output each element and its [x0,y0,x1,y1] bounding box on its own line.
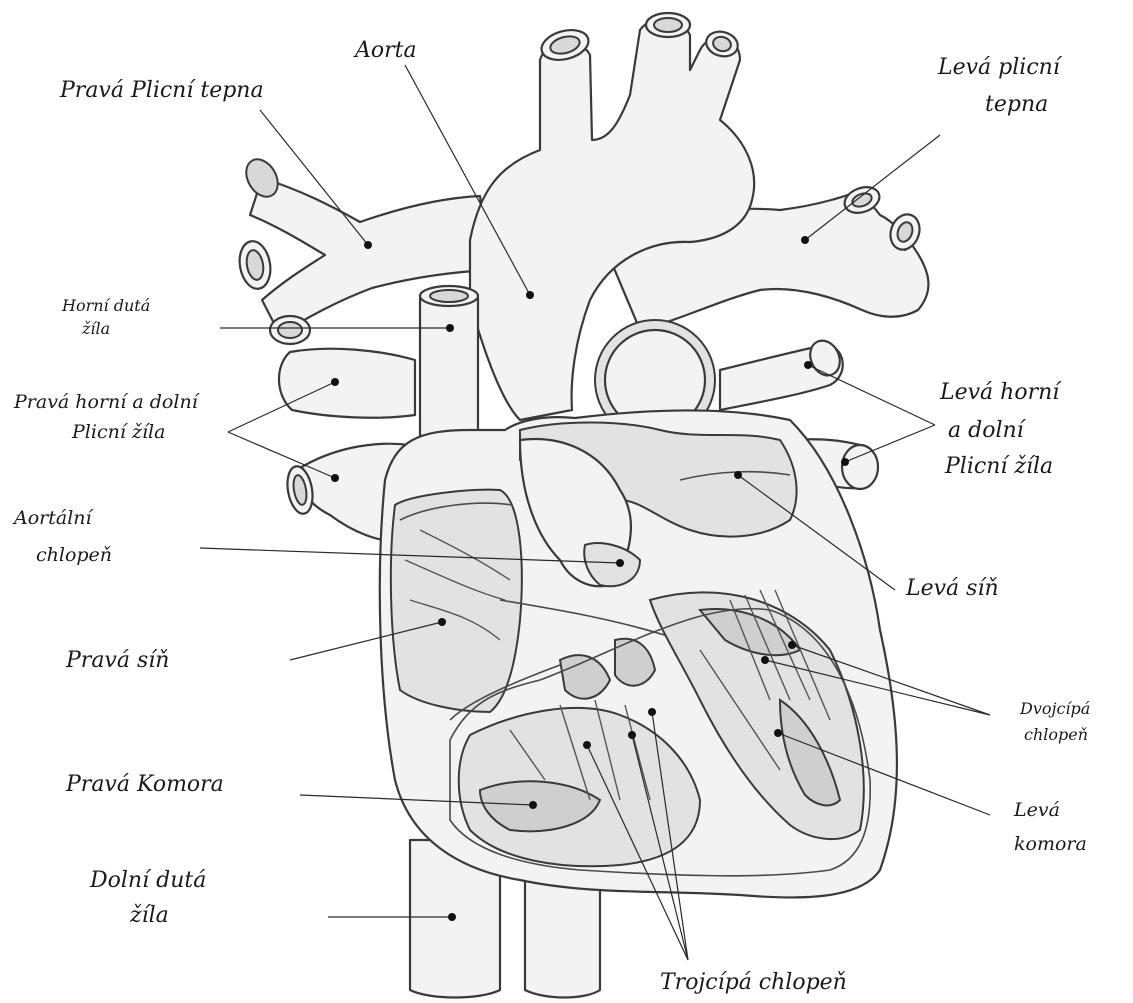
label-aortic-valve-line2: chlopeň [36,545,112,567]
label-left-pulmonary-veins-line2: a dolní [948,418,1024,443]
label-inferior-vena-cava-line2: žíla [130,903,169,928]
label-mitral-valve-line1: Dvojcípá [1020,700,1090,718]
label-left-pulmonary-artery-line1: Levá plicní [938,55,1060,80]
label-aorta: Aorta [355,38,417,63]
label-right-atrium: Pravá síň [66,648,169,673]
label-left-pulmonary-artery-line2: tepna [985,92,1048,117]
label-left-pulmonary-veins-line1: Levá horní [940,380,1059,405]
label-left-atrium: Levá síň [906,576,999,601]
label-left-ventricle-line1: Levá [1014,800,1060,822]
label-superior-vena-cava-line2: žíla [82,320,110,338]
label-right-pulmonary-veins-line2: Plicní žíla [72,422,165,444]
label-mitral-valve-line2: chlopeň [1024,726,1088,744]
label-right-pulmonary-artery: Pravá Plicní tepna [60,78,264,103]
label-inferior-vena-cava-line1: Dolní dutá [90,868,206,893]
label-aortic-valve-line1: Aortální [14,508,92,530]
label-right-ventricle: Pravá Komora [66,772,224,797]
heart-body [380,410,897,897]
label-superior-vena-cava-line1: Horní dutá [62,297,150,315]
label-right-pulmonary-veins-line1: Pravá horní a dolní [14,392,198,414]
label-left-ventricle-line2: komora [1014,834,1087,856]
label-left-pulmonary-veins-line3: Plicní žíla [945,454,1053,479]
label-tricuspid-valve: Trojcípá chlopeň [660,970,847,995]
